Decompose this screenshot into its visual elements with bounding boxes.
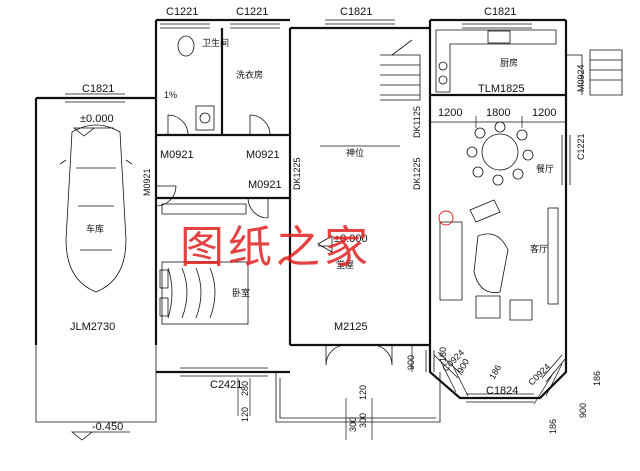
sofa-set-icon xyxy=(438,199,559,321)
door-label-group: JLM2730 M0921 M0921 M0921 M2125 TLM1825 … xyxy=(70,83,524,333)
stair xyxy=(380,39,421,101)
car-icon xyxy=(59,124,133,293)
dim-bay-right-2: 900 xyxy=(578,403,588,418)
window-label-top-1: C1221 xyxy=(166,6,198,18)
window-label-garage: C1821 xyxy=(82,83,114,95)
elevation-garage: ±0.000 xyxy=(80,113,114,125)
door-label-bedroom: M0921 xyxy=(248,179,282,191)
room-label-laundry: 洗衣房 xyxy=(236,69,263,81)
elevation-exterior: -0.450 xyxy=(92,421,123,433)
elevation-label-group: ±0.000 ±0.000 -0.450 1% xyxy=(80,90,368,433)
room-label-bathroom: 卫生间 xyxy=(202,37,229,49)
dim-porch-300b: 300 xyxy=(358,413,368,428)
dim-porch-120b: 120 xyxy=(358,385,368,400)
door-label-garage: JLM2730 xyxy=(70,321,115,333)
door-label-kitchen: TLM1825 xyxy=(478,83,524,95)
watermark: 图纸之家 xyxy=(180,222,372,273)
door-label-kitchen-side: M0924 xyxy=(576,64,586,92)
opening-label-1: DK1125 xyxy=(412,106,422,138)
dim-bay-left-3: 186 xyxy=(487,363,503,381)
dimension-label-group: 1200 1800 1200 900 180 900 186 186 900 1… xyxy=(240,107,602,434)
kitchen-fixtures xyxy=(435,29,557,93)
room-label-garage: 车库 xyxy=(86,223,104,235)
walls xyxy=(34,18,568,423)
room-label-bedroom: 卧室 xyxy=(232,287,250,299)
dim-bay-right-1: 186 xyxy=(548,419,558,434)
bed-icon xyxy=(159,203,249,325)
door-label-garage-side: M0921 xyxy=(142,168,152,196)
window-label-top-2: C1221 xyxy=(236,6,268,18)
room-label-dining: 餐厅 xyxy=(536,163,554,175)
window-label-top-3: C1821 xyxy=(340,6,372,18)
dim-porch-280: 280 xyxy=(240,381,250,396)
dim-porch-300a: 300 xyxy=(348,417,358,432)
room-label-shrine: 神位 xyxy=(346,147,364,159)
dim-kitchen-right: 1200 xyxy=(532,107,556,119)
opening-label-2: DK1225 xyxy=(292,157,302,190)
dim-bay-right-3: 186 xyxy=(592,371,602,386)
elevation-main: ±0.000 xyxy=(334,233,368,245)
window-label-bay-front: C1824 xyxy=(486,385,518,397)
elevation-marker-garage xyxy=(72,127,114,137)
opening-label-3: DK1225 xyxy=(412,157,422,190)
door-label-laundry: M0921 xyxy=(246,149,280,161)
door-label-bath: M0921 xyxy=(160,149,194,161)
dim-kitchen-mid: 1800 xyxy=(486,107,510,119)
hall-arrow xyxy=(317,235,333,253)
dim-kitchen-left: 1200 xyxy=(438,107,462,119)
dining-table-icon xyxy=(466,121,534,186)
room-label-hall: 堂屋 xyxy=(336,259,354,271)
window-label-right-side: C1221 xyxy=(576,133,586,160)
room-label-living: 客厅 xyxy=(530,243,548,255)
bath-fixtures xyxy=(177,35,215,131)
dim-side-900: 900 xyxy=(406,355,416,370)
slope-label: 1% xyxy=(164,90,177,100)
dim-porch-120a: 120 xyxy=(240,407,250,422)
dimension-lines xyxy=(237,116,567,440)
elevation-marker-exterior xyxy=(70,431,130,441)
room-label-group: 卫生间 洗衣房 厨房 餐厅 客厅 堂屋 卧室 车库 神位 xyxy=(86,37,554,299)
window-label-bedroom: C2421 xyxy=(210,379,242,391)
room-label-kitchen: 厨房 xyxy=(500,57,518,69)
doors xyxy=(155,49,623,366)
window-label-top-4: C1821 xyxy=(484,6,516,18)
dim-bay-left-1: 180 xyxy=(438,347,448,362)
door-label-entry: M2125 xyxy=(334,321,368,333)
window-label-bay-right: C0924 xyxy=(526,362,552,388)
windows xyxy=(65,19,571,403)
